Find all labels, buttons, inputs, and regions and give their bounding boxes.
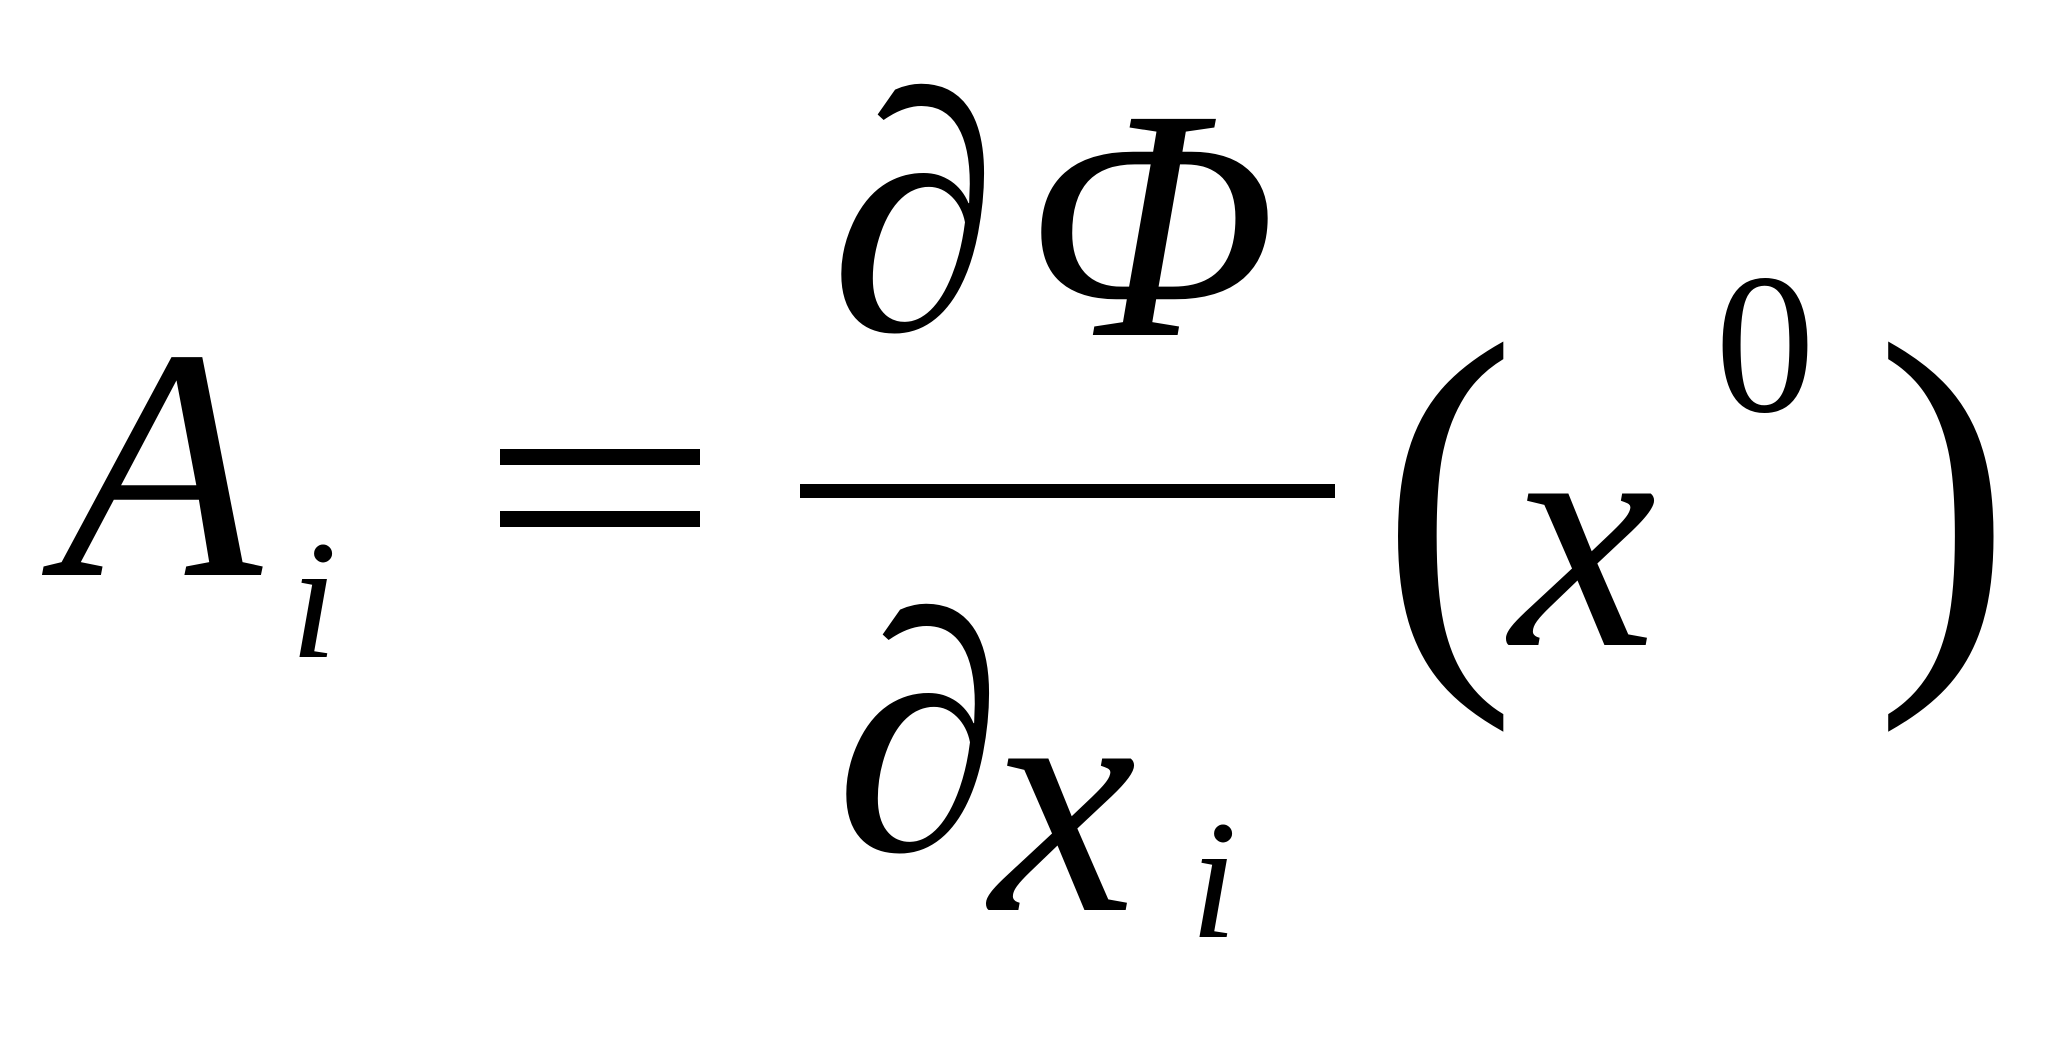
numerator-partial: ∂: [830, 26, 999, 403]
denominator-partial: ∂: [835, 546, 1004, 923]
equals-top-bar: [500, 449, 700, 465]
left-parenthesis: (: [1380, 256, 1517, 734]
denominator-subscript-i: i: [1190, 786, 1238, 974]
equals-bottom-bar: [500, 511, 700, 527]
superscript-zero: 0: [1715, 234, 1815, 455]
argument-x: x: [1510, 352, 1657, 717]
fraction-bar: [800, 484, 1335, 498]
denominator-x: x: [990, 617, 1137, 982]
subscript-i: i: [290, 506, 338, 694]
equals-sign: [500, 425, 700, 535]
numerator-phi: Φ: [1025, 42, 1277, 407]
variable-a: A: [60, 282, 262, 647]
right-parenthesis: ): [1875, 256, 2012, 734]
